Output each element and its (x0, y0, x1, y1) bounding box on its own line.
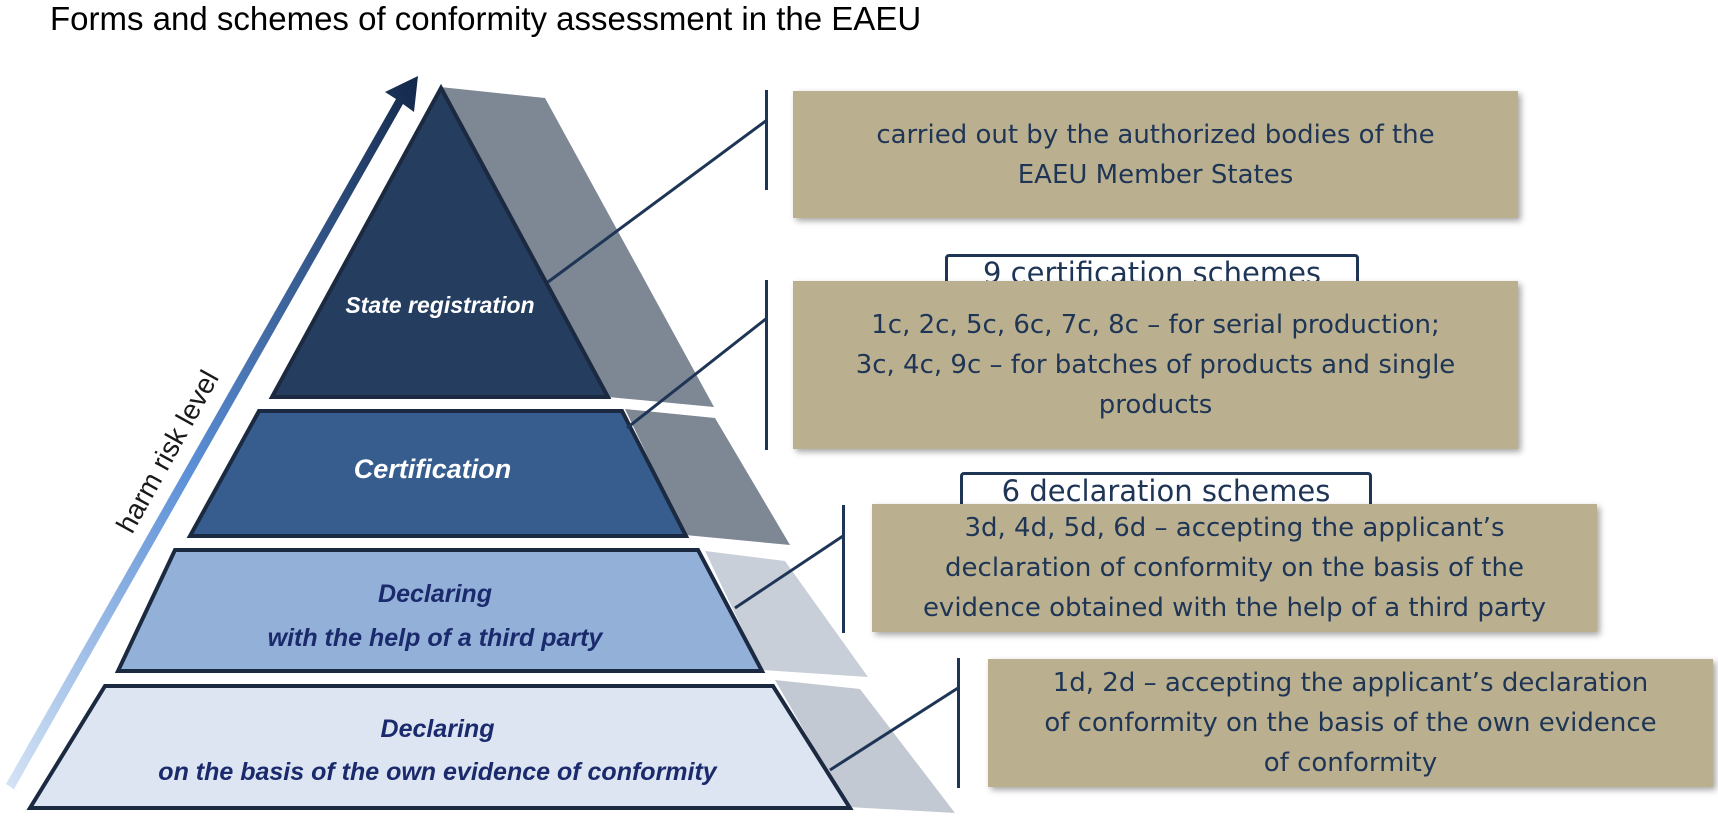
page-title: Forms and schemes of conformity assessme… (50, 0, 922, 37)
description-box-declaring-own-evidence: 1d, 2d – accepting the applicant’s decla… (988, 659, 1713, 787)
tier-label-certification: Certification (353, 454, 512, 484)
tier-declaring-own-evidence (26, 684, 854, 810)
connector-line-1 (547, 118, 768, 284)
box-bar-1 (765, 90, 768, 190)
description-box-declaring-third-party: 3d, 4d, 5d, 6d – accepting the applicant… (872, 504, 1597, 632)
pyramid-side-2 (625, 409, 790, 545)
tier-label-declaring-own-evidence: Declaring on the basis of the own eviden… (158, 715, 717, 786)
pyramid-side-1 (440, 87, 714, 407)
tier-label-declaring-third-party: Declaring with the help of a third party (267, 580, 603, 652)
declaration-schemes-label: 6 declaration schemes (960, 472, 1372, 508)
description-box-state-registration: carried out by the authorized bodies of … (793, 91, 1518, 218)
description-box-certification: 1c, 2c, 5c, 6c, 7c, 8c – for serial prod… (793, 281, 1518, 449)
connector-line-3 (734, 534, 844, 610)
box-bar-4 (957, 658, 960, 788)
tier-state-registration (268, 83, 612, 399)
connector-line-2 (626, 316, 768, 430)
tier-declaring-third-party (114, 548, 766, 673)
box-bar-2 (765, 280, 768, 450)
pyramid-side-3 (705, 551, 868, 677)
tier-label-state-registration: State registration (345, 292, 535, 318)
box-bar-3 (842, 505, 845, 633)
connector-line-4 (829, 686, 959, 772)
tier-certification (186, 409, 690, 538)
risk-arrow (6, 76, 418, 792)
